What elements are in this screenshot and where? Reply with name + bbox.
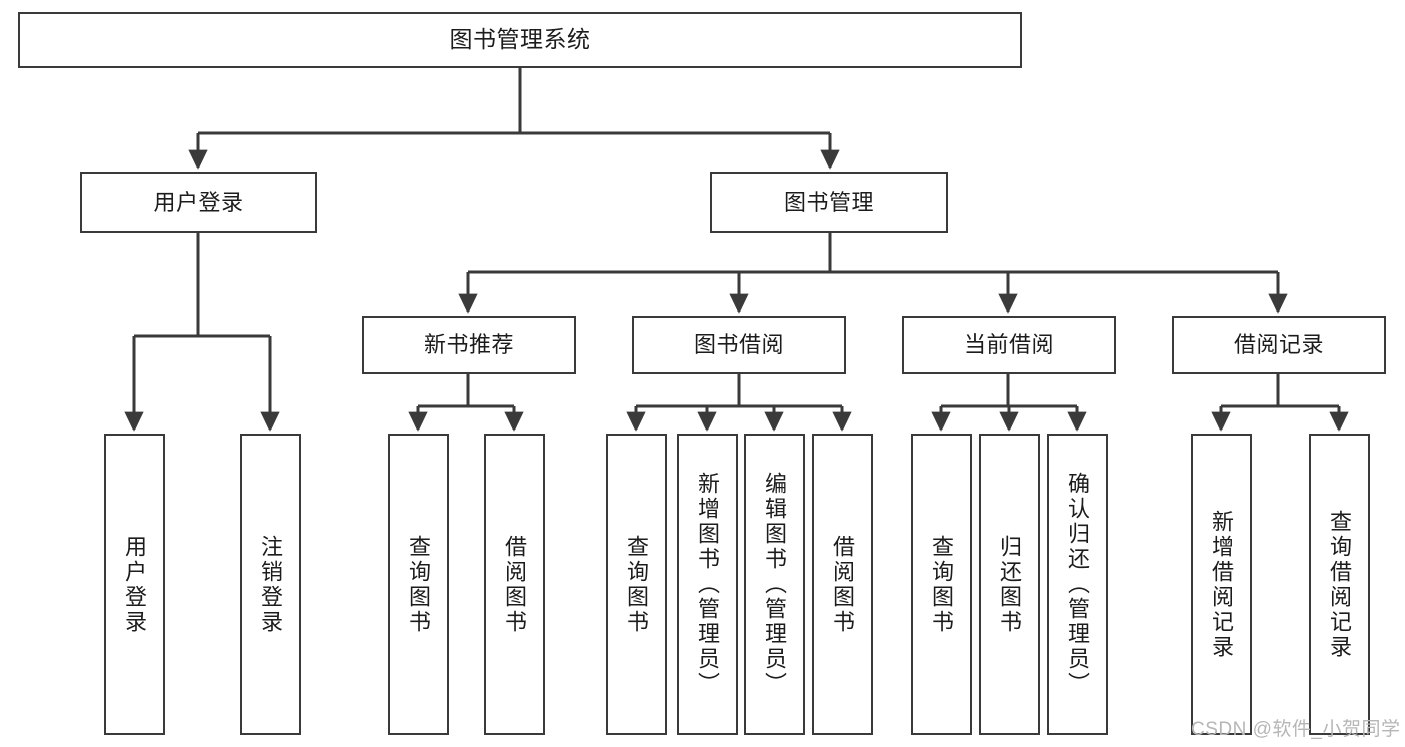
node-label: 图书管理 [783, 189, 874, 215]
node-leaf-newbook-query-book[interactable]: 查询图书 [388, 434, 449, 735]
node-label: 当前借阅 [963, 332, 1054, 358]
node-leaf-user-logout[interactable]: 注销登录 [240, 434, 301, 735]
node-book-management[interactable]: 图书管理 [710, 172, 948, 233]
node-label: 查询图书 [624, 534, 650, 635]
node-leaf-current-query-book[interactable]: 查询图书 [911, 434, 972, 735]
node-label: 注销登录 [258, 534, 284, 635]
node-label: 新书推荐 [423, 332, 514, 358]
node-label: 查询图书 [406, 534, 432, 635]
node-group-current-borrow[interactable]: 当前借阅 [902, 316, 1116, 374]
node-label: 编辑图书（管理员） [762, 472, 788, 697]
node-leaf-borrow-query-book[interactable]: 查询图书 [606, 434, 667, 735]
node-leaf-borrow-edit-book-admin[interactable]: 编辑图书（管理员） [744, 434, 805, 735]
node-label: 查询借阅记录 [1327, 509, 1353, 660]
node-label: 查询图书 [929, 534, 955, 635]
node-label: 图书管理系统 [449, 26, 591, 53]
node-label: 确认归还（管理员） [1065, 472, 1091, 697]
node-leaf-newbook-borrow-book[interactable]: 借阅图书 [484, 434, 545, 735]
node-leaf-borrow-add-book-admin[interactable]: 新增图书（管理员） [677, 434, 738, 735]
node-label: 借阅图书 [502, 534, 528, 635]
node-group-borrow-records[interactable]: 借阅记录 [1172, 316, 1386, 374]
node-label: 借阅图书 [830, 534, 856, 635]
node-group-book-borrow[interactable]: 图书借阅 [632, 316, 846, 374]
node-leaf-records-add-record[interactable]: 新增借阅记录 [1191, 434, 1252, 735]
node-user-login[interactable]: 用户登录 [80, 172, 317, 233]
node-leaf-borrow-borrow-book[interactable]: 借阅图书 [812, 434, 873, 735]
watermark-credit: CSDN @软件_小贺同学 [1191, 719, 1401, 740]
node-leaf-records-query-record[interactable]: 查询借阅记录 [1309, 434, 1370, 735]
node-root-system[interactable]: 图书管理系统 [18, 12, 1022, 68]
node-label: 图书借阅 [693, 332, 784, 358]
node-label: 新增图书（管理员） [695, 472, 721, 697]
node-label: 借阅记录 [1233, 332, 1324, 358]
node-label: 新增借阅记录 [1209, 509, 1235, 660]
node-label: 用户登录 [122, 534, 148, 635]
node-leaf-user-login[interactable]: 用户登录 [104, 434, 165, 735]
node-leaf-current-return-book[interactable]: 归还图书 [979, 434, 1040, 735]
node-label: 用户登录 [153, 189, 244, 215]
node-label: 归还图书 [997, 534, 1023, 635]
node-group-new-book-recommend[interactable]: 新书推荐 [362, 316, 576, 374]
node-leaf-current-confirm-return-admin[interactable]: 确认归还（管理员） [1047, 434, 1108, 735]
